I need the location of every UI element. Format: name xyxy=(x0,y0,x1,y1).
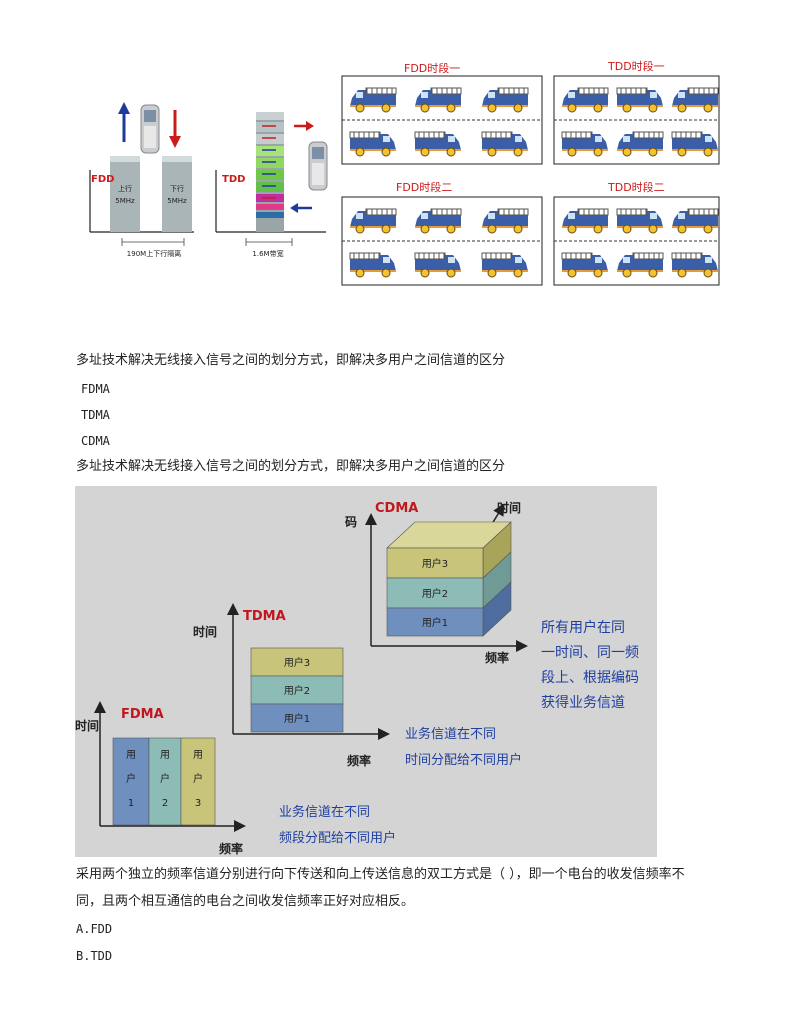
intro-text: 多址技术解决无线接入信号之间的划分方式，即解决多用户之间信道的区分 xyxy=(76,353,506,368)
cdma-note-line4: 获得业务信道 xyxy=(541,694,625,711)
question-line-2: 同，且两个相互通信的电台之间收发信频率正好对应相反。 xyxy=(76,894,415,909)
truck-icon xyxy=(616,87,663,113)
panel-title-tdd-1: TDD时段一 xyxy=(607,60,665,73)
truck-icon xyxy=(561,252,608,278)
truck-icon xyxy=(350,87,397,113)
cdma-note-line3: 段上、根据编码 xyxy=(541,670,639,686)
fdma-user3-c2: 户 xyxy=(193,772,203,785)
truck-icons xyxy=(349,87,719,278)
fdma-user2-c1: 用 xyxy=(160,750,170,761)
fdd-caption: 190M上下行隔离 xyxy=(127,249,181,258)
fdd-up-bw: 5MHz xyxy=(115,197,135,205)
cdma-y-axis: 码 xyxy=(345,515,357,529)
option-b[interactable]: B.TDD xyxy=(76,949,113,963)
truck-icon xyxy=(561,131,608,157)
truck-icon xyxy=(414,252,461,278)
cdma-diagram: CDMA 码 时间 频率 用户3 用户2 用户1 所有用户在同 一时间、同一频 … xyxy=(345,500,639,711)
truck-icon xyxy=(616,208,663,234)
cdma-title: CDMA xyxy=(375,501,418,516)
cdma-x-axis: 频率 xyxy=(485,650,509,665)
cdma-note-line2: 一时间、同一频 xyxy=(541,645,639,661)
fdma-user3-c1: 用 xyxy=(193,750,203,761)
truck-icon xyxy=(562,87,609,113)
fdma-item: FDMA xyxy=(81,382,110,396)
truck-icon xyxy=(617,252,664,278)
truck-icon xyxy=(671,131,718,157)
fdd-up-label: 上行 xyxy=(118,184,132,193)
tdma-note-line2: 时间分配给不同用户 xyxy=(405,752,522,768)
truck-icon xyxy=(481,252,528,278)
duplex-figure: 上行 5MHz 下行 5MHz FDD 190M上下行隔离 TDD xyxy=(89,60,720,286)
cdma-item: CDMA xyxy=(81,434,110,448)
fdma-title: FDMA xyxy=(121,707,164,722)
fdma-user2-c3: 2 xyxy=(162,798,168,809)
truck-icon xyxy=(349,252,396,278)
truck-icon xyxy=(414,131,461,157)
tdd-diagram: TDD 1.6M带宽 xyxy=(215,112,328,258)
panel-title-fdd-2: FDD时段二 xyxy=(396,180,452,194)
tdd-caption: 1.6M带宽 xyxy=(252,249,283,258)
tdma-diagram: TDMA 时间 频率 用户3 用户2 用户1 业务信道在不同 时间分配给不同用户 xyxy=(193,603,522,768)
fdma-note-line1: 业务信道在不同 xyxy=(279,804,370,820)
option-a[interactable]: A.FDD xyxy=(76,922,113,936)
fdma-user1-c1: 用 xyxy=(126,750,136,761)
cdma-note-line1: 所有用户在同 xyxy=(541,619,625,636)
fdd-label: FDD xyxy=(91,174,114,185)
fdma-x-axis: 频率 xyxy=(219,841,243,856)
truck-icon xyxy=(562,208,609,234)
cdma-user1: 用户1 xyxy=(422,616,448,629)
truck-icon xyxy=(349,131,396,157)
panel-title-tdd-2: TDD时段二 xyxy=(607,180,665,194)
truck-icon xyxy=(415,208,462,234)
tdma-item: TDMA xyxy=(81,408,110,422)
fdma-user3-c3: 3 xyxy=(195,798,201,809)
tdma-title: TDMA xyxy=(243,609,286,624)
truck-icon xyxy=(482,208,529,234)
intro-text-2: 多址技术解决无线接入信号之间的划分方式，即解决多用户之间信道的区分 xyxy=(76,459,506,474)
tdma-x-axis: 频率 xyxy=(347,753,371,768)
truck-icon xyxy=(350,208,397,234)
tdma-user3: 用户3 xyxy=(284,656,310,669)
fdma-user1-c2: 户 xyxy=(126,772,136,785)
cdma-user2: 用户2 xyxy=(422,587,448,600)
truck-icon xyxy=(415,87,462,113)
multiple-access-figure: FDMA 时间 频率 用 户 1 用 户 2 用 户 3 业务信道在不同 频段分… xyxy=(75,486,657,857)
fdma-y-axis: 时间 xyxy=(75,718,99,733)
truck-icon xyxy=(482,87,529,113)
question-line-1: 采用两个独立的频率信道分别进行向下传送和向上传送信息的双工方式是（ ），即一个电… xyxy=(76,867,685,882)
cdma-z-axis: 时间 xyxy=(497,500,521,515)
fdma-user1-c3: 1 xyxy=(128,798,134,809)
cdma-user3: 用户3 xyxy=(422,557,448,570)
fdd-down-label: 下行 xyxy=(170,184,184,193)
truck-icon xyxy=(672,87,719,113)
fdd-diagram: 上行 5MHz 下行 5MHz FDD 190M上下行隔离 xyxy=(89,102,194,258)
truck-icon xyxy=(672,208,719,234)
fdma-user2-c2: 户 xyxy=(160,772,170,785)
truck-icon xyxy=(481,131,528,157)
tdma-user1: 用户1 xyxy=(284,712,310,725)
truck-icon xyxy=(671,252,718,278)
tdma-note-line1: 业务信道在不同 xyxy=(405,726,496,742)
truck-icon xyxy=(617,131,664,157)
panel-title-fdd-1: FDD时段一 xyxy=(404,61,460,75)
fdma-diagram: FDMA 时间 频率 用 户 1 用 户 2 用 户 3 业务信道在不同 频段分… xyxy=(75,701,396,856)
fdd-down-bw: 5MHz xyxy=(167,197,187,205)
tdma-y-axis: 时间 xyxy=(193,624,217,639)
tdma-user2: 用户2 xyxy=(284,684,310,697)
tdd-label: TDD xyxy=(222,174,245,185)
fdma-note-line2: 频段分配给不同用户 xyxy=(279,830,396,846)
